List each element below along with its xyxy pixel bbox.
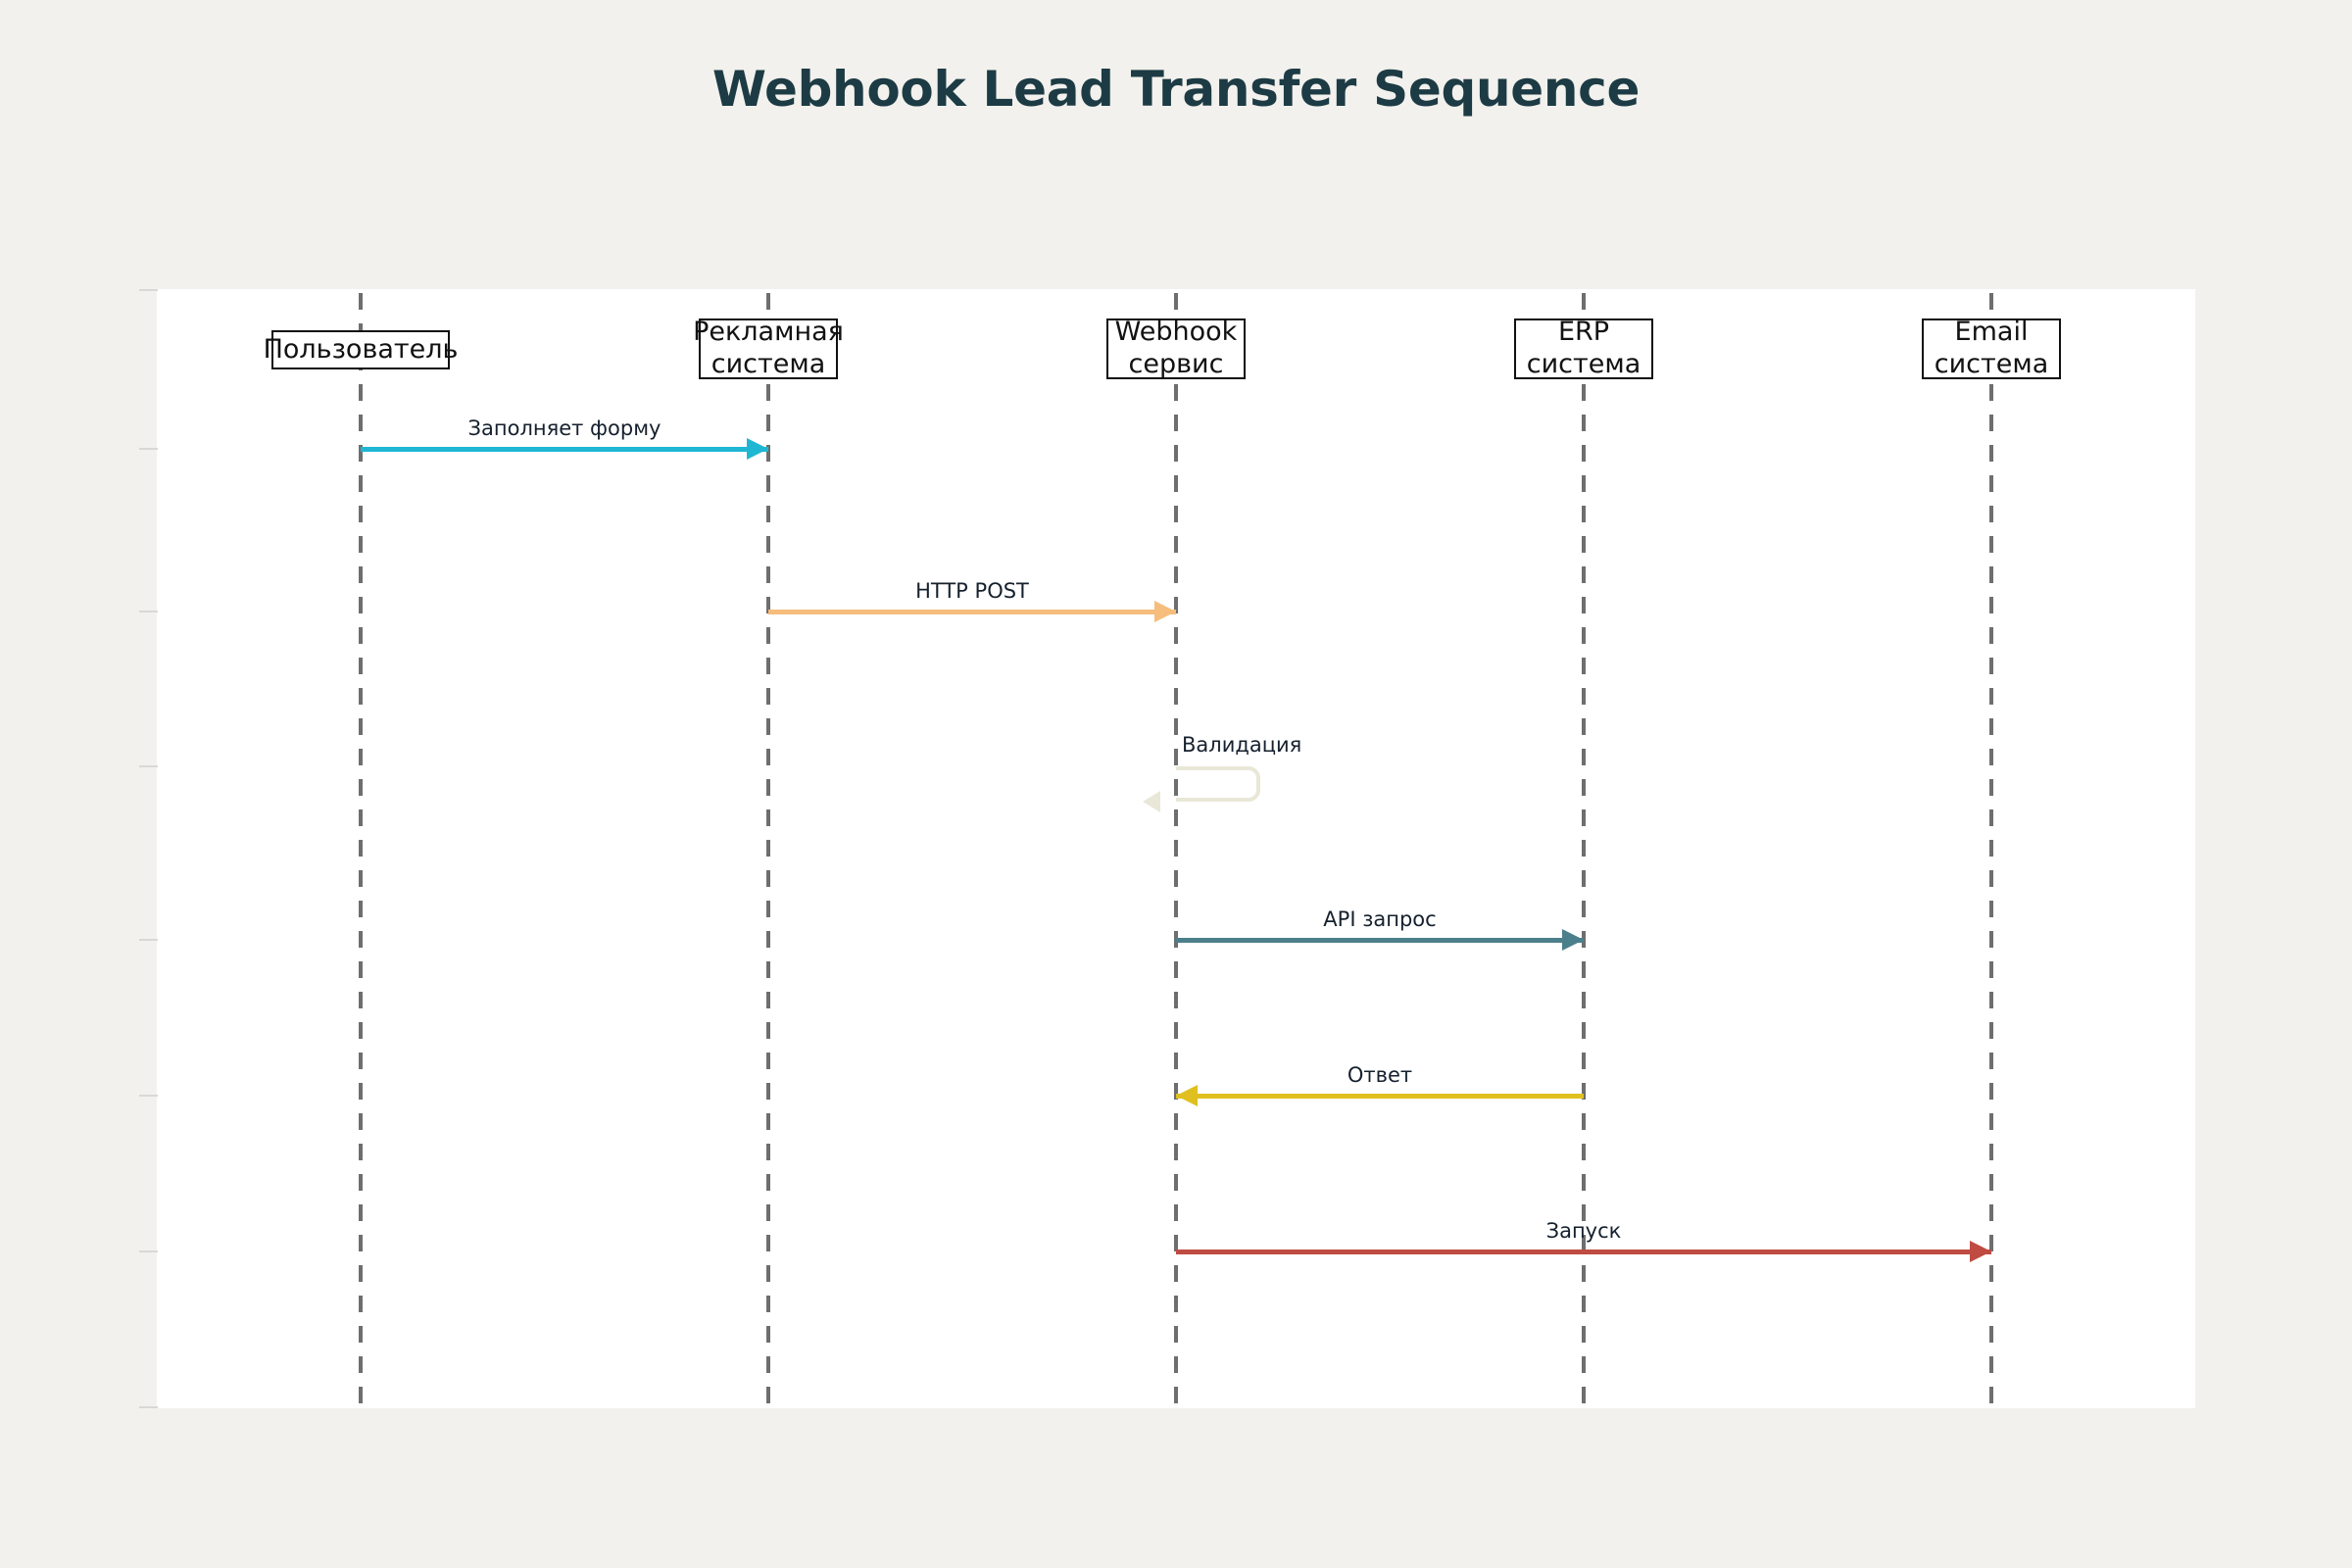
page-title: Webhook Lead Transfer Sequence: [711, 61, 1641, 118]
lifeline-ads: [766, 293, 770, 1404]
axis-tick: [139, 939, 158, 941]
arrowhead-m3: [1143, 791, 1160, 812]
participant-box-user[interactable]: Пользователь: [264, 330, 458, 369]
axis-tick: [139, 1406, 158, 1408]
lifeline-erp: [1582, 293, 1586, 1404]
message-line-m1[interactable]: [361, 447, 768, 452]
message-line-m2[interactable]: [768, 610, 1176, 614]
arrowhead-m6: [1970, 1241, 1991, 1262]
participant-label-line: сервис: [1128, 349, 1224, 379]
axis-tick: [139, 1250, 158, 1252]
message-label-m2: HTTP POST: [915, 579, 1029, 603]
participant-label-line: Email: [1954, 317, 2029, 348]
participant-label-line: система: [710, 349, 826, 379]
arrowhead-m1: [747, 438, 768, 460]
participant-label-line: система: [1934, 349, 2049, 379]
lifeline-webhook: [1174, 293, 1178, 1404]
lifeline-email: [1989, 293, 1993, 1404]
message-label-m1: Заполняет форму: [467, 416, 662, 440]
axis-tick: [139, 448, 158, 450]
participant-label-line: Пользователь: [263, 333, 459, 365]
axis-tick: [139, 765, 158, 767]
message-label-m4: API запрос: [1323, 907, 1437, 931]
message-label-m6: Запуск: [1545, 1219, 1622, 1243]
axis-tick: [139, 611, 158, 612]
message-line-m4[interactable]: [1176, 938, 1584, 943]
participant-label-line: ERP: [1557, 317, 1610, 348]
self-message-loop-m3[interactable]: [1176, 766, 1260, 802]
message-line-m6[interactable]: [1176, 1250, 1991, 1254]
arrowhead-m4: [1562, 929, 1584, 951]
message-line-m5[interactable]: [1176, 1094, 1584, 1099]
participant-label-line: Webhook: [1114, 317, 1238, 348]
axis-tick: [139, 1095, 158, 1097]
arrowhead-m5: [1176, 1085, 1198, 1106]
message-label-m3: Валидация: [1182, 733, 1302, 757]
message-label-m5: Ответ: [1347, 1063, 1413, 1087]
participant-label-line: Рекламная: [693, 317, 844, 348]
lifeline-user: [359, 293, 363, 1404]
participant-label-line: система: [1526, 349, 1642, 379]
axis-tick: [139, 289, 158, 291]
arrowhead-m2: [1154, 601, 1176, 622]
